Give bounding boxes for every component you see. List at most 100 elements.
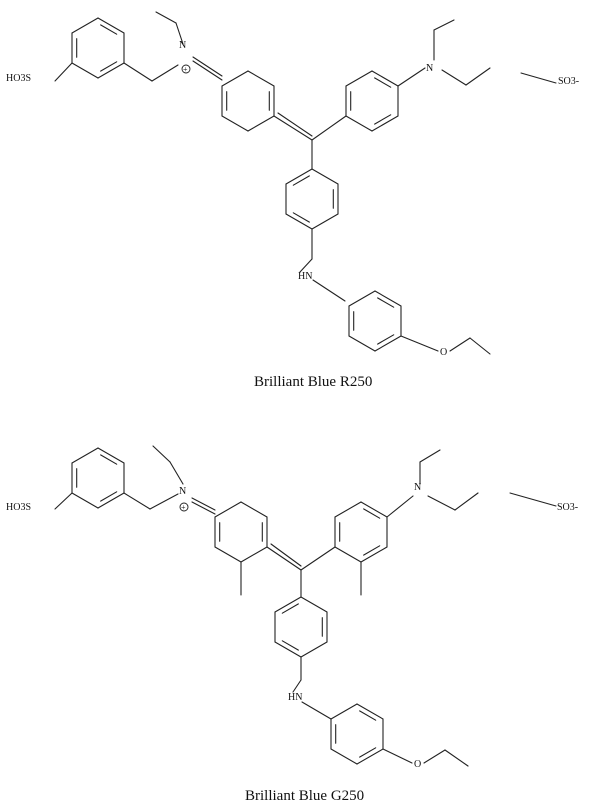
bond [192, 60, 223, 81]
bond [71, 492, 99, 509]
bond [345, 115, 373, 132]
bond-lines [54, 11, 557, 355]
bond [419, 449, 441, 463]
bond [71, 62, 99, 79]
bond [374, 77, 392, 88]
bond [266, 546, 302, 571]
bond [247, 70, 275, 87]
left-sulfonic-label: HO3S [6, 502, 31, 513]
bond [300, 596, 328, 613]
right-nitrogen-label: N [426, 63, 433, 74]
left-nitrogen-label: N [179, 40, 186, 51]
right-nitrogen-label: N [414, 482, 421, 493]
bond [433, 19, 455, 31]
bond [423, 749, 446, 764]
bond [386, 495, 414, 518]
bond [54, 62, 73, 82]
bond [97, 62, 125, 79]
bond [71, 447, 99, 464]
bond [123, 62, 153, 82]
bond [274, 596, 302, 613]
bond [311, 213, 339, 230]
bond [54, 492, 73, 510]
bond [356, 748, 384, 765]
right-sulfonate-label: SO3- [558, 76, 579, 87]
bond [97, 447, 125, 464]
bond [444, 749, 469, 767]
positive-charge-circle [179, 502, 189, 512]
bond [301, 701, 332, 720]
structure-caption: Brilliant Blue G250 [245, 788, 364, 804]
left-sulfonic-label: HO3S [6, 73, 31, 84]
bond [454, 492, 479, 511]
ether-oxygen-label: O [414, 759, 421, 770]
bond [270, 543, 302, 567]
bond [449, 337, 471, 352]
bond [191, 501, 216, 515]
bond [97, 17, 125, 34]
positive-charge-label: + [181, 503, 186, 512]
bond [311, 115, 347, 141]
left-nitrogen-label: N [179, 486, 186, 497]
bond [360, 501, 388, 518]
bond [285, 213, 313, 230]
bond [292, 679, 302, 693]
bond [509, 492, 557, 507]
bond [371, 115, 399, 132]
bond [240, 546, 268, 563]
molecule-brilliant-blue-r250: HO3S N + N SO3- HN O Brilliant Blue R250 [6, 11, 579, 390]
bond [281, 603, 299, 614]
bond [374, 114, 392, 125]
bond [348, 290, 376, 307]
bond [149, 493, 179, 510]
bond [441, 69, 467, 86]
bond [397, 67, 426, 87]
bond [175, 22, 184, 45]
bond [240, 501, 268, 518]
bond [100, 491, 118, 502]
bond [374, 290, 402, 307]
bond [277, 112, 313, 137]
bond [334, 546, 362, 563]
bond [100, 24, 118, 35]
bond [359, 710, 377, 721]
molecule-brilliant-blue-g250: HO3S N + N SO3- HN O Brilliant Blue G250 [6, 445, 578, 804]
bond [359, 747, 377, 758]
bond [520, 72, 557, 84]
bond [100, 454, 118, 465]
bond [214, 501, 242, 518]
bond [214, 546, 242, 563]
bond [300, 641, 328, 658]
bond [377, 334, 395, 345]
bond [152, 445, 171, 463]
bond [285, 168, 313, 185]
bond [334, 501, 362, 518]
bond [247, 115, 275, 132]
bond [374, 335, 402, 352]
bond [400, 335, 439, 352]
bond [469, 337, 491, 355]
bond [427, 495, 456, 511]
bond [360, 546, 388, 563]
bond [274, 641, 302, 658]
bond [377, 297, 395, 308]
bond [292, 175, 310, 186]
bond [371, 70, 399, 87]
bond [330, 748, 358, 765]
bond [312, 279, 346, 302]
bond [330, 703, 358, 720]
bond [273, 115, 313, 141]
bond [345, 70, 373, 87]
bond [311, 168, 339, 185]
bond [71, 17, 99, 34]
bond [363, 545, 381, 556]
bond-lines [54, 445, 557, 767]
bond [155, 11, 177, 24]
amine-label: HN [288, 692, 302, 703]
right-sulfonate-label: SO3- [557, 502, 578, 513]
positive-charge-circle [181, 64, 191, 74]
structure-caption: Brilliant Blue R250 [254, 374, 372, 390]
bond [465, 67, 491, 86]
bond [292, 212, 310, 223]
